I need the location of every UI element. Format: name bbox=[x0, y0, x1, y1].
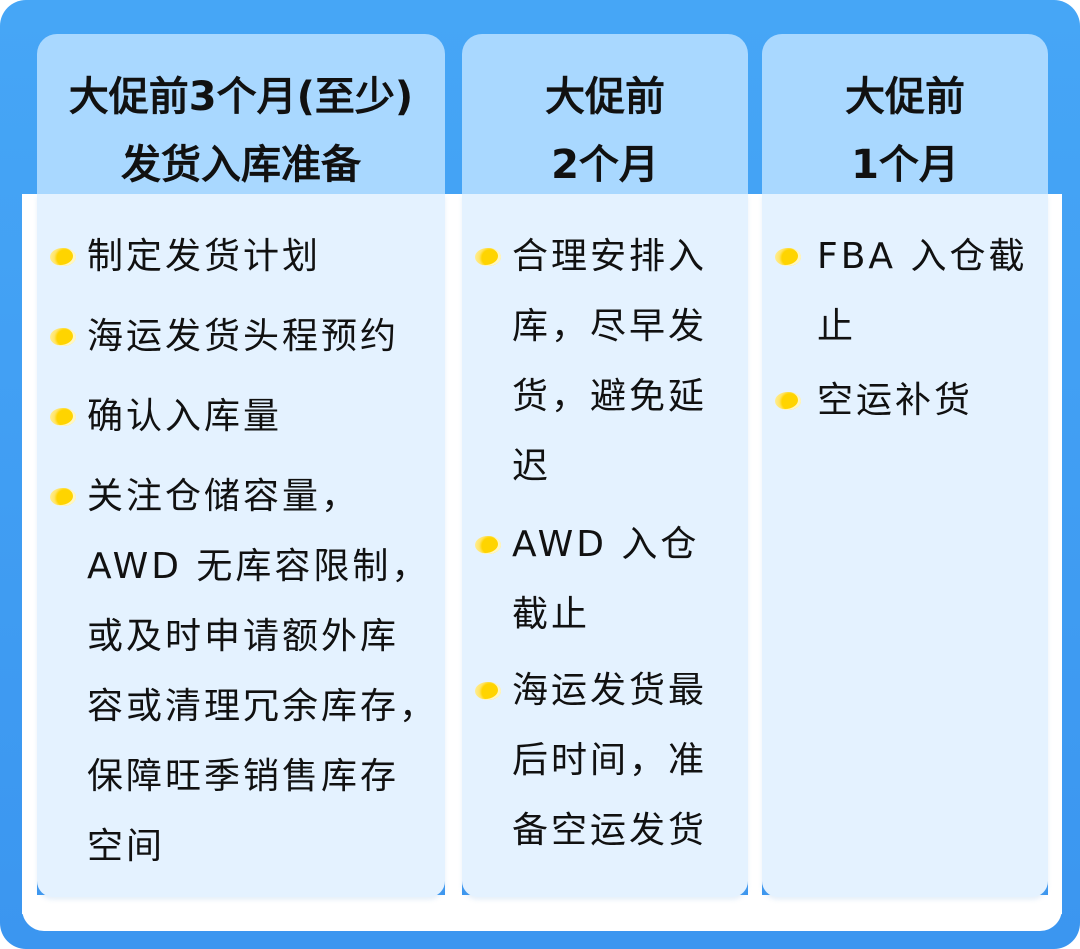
list-item-line: 备空运发货 bbox=[512, 810, 708, 851]
column-header-line: 1个月 bbox=[851, 142, 959, 188]
list-item-line: AWD 入仓 bbox=[512, 524, 700, 565]
list-item-line: 确认入库量 bbox=[87, 396, 283, 437]
list-item-line: 或及时申请额外库 bbox=[87, 616, 400, 657]
yellow-dot-bullet-icon bbox=[50, 248, 76, 266]
column-header: 大促前 2个月 bbox=[462, 34, 748, 194]
list-item-line: 货，避免延 bbox=[512, 376, 708, 417]
column-header-line: 2个月 bbox=[551, 142, 659, 188]
list-item-line: 合理安排入 bbox=[512, 236, 708, 277]
list-item-line: 关注仓储容量， bbox=[87, 476, 361, 517]
yellow-dot-bullet-icon bbox=[775, 392, 801, 410]
board-gap-1 bbox=[445, 194, 462, 914]
yellow-dot-bullet-icon bbox=[475, 248, 501, 266]
list-item-line: 截止 bbox=[512, 594, 591, 635]
yellow-dot-bullet-icon bbox=[475, 682, 501, 700]
yellow-dot-bullet-icon bbox=[50, 328, 76, 346]
list-item-line: 空间 bbox=[87, 826, 166, 867]
list-item-line: 迟 bbox=[512, 446, 552, 487]
list-item-line: 后时间，准 bbox=[512, 740, 708, 781]
yellow-dot-bullet-icon bbox=[50, 488, 76, 506]
list-item-line: 容或清理冗余库存， bbox=[87, 686, 439, 727]
list-item-line: FBA 入仓截 bbox=[817, 236, 1028, 277]
list-item-line: 空运补货 bbox=[817, 380, 974, 421]
list-item-line: 止 bbox=[817, 306, 857, 347]
board-gap-2 bbox=[748, 194, 762, 914]
yellow-dot-bullet-icon bbox=[775, 248, 801, 266]
column-header-line: 大促前 bbox=[545, 74, 665, 120]
board-right-strip bbox=[1048, 194, 1062, 914]
list-item-line: 制定发货计划 bbox=[87, 236, 322, 277]
column-header: 大促前 1个月 bbox=[762, 34, 1048, 194]
list-item-line: 库，尽早发 bbox=[512, 306, 708, 347]
list-item-line: 海运发货头程预约 bbox=[87, 316, 400, 357]
board-bottom-strip bbox=[22, 895, 1062, 931]
board-left-strip bbox=[22, 194, 37, 914]
column-header-line: 大促前 bbox=[845, 74, 965, 120]
yellow-dot-bullet-icon bbox=[50, 408, 76, 426]
column-header: 大促前3个月(至少) 发货入库准备 bbox=[37, 34, 445, 194]
column-body bbox=[37, 194, 445, 897]
column-header-line: 大促前3个月(至少) bbox=[68, 74, 414, 120]
column-body bbox=[462, 194, 748, 897]
yellow-dot-bullet-icon bbox=[475, 536, 501, 554]
list-item-line: 海运发货最 bbox=[512, 670, 708, 711]
column-body bbox=[762, 194, 1048, 897]
list-item-line: AWD 无库容限制， bbox=[87, 546, 431, 587]
list-item-line: 保障旺季销售库存 bbox=[87, 756, 400, 797]
column-header-line: 发货入库准备 bbox=[121, 142, 361, 188]
